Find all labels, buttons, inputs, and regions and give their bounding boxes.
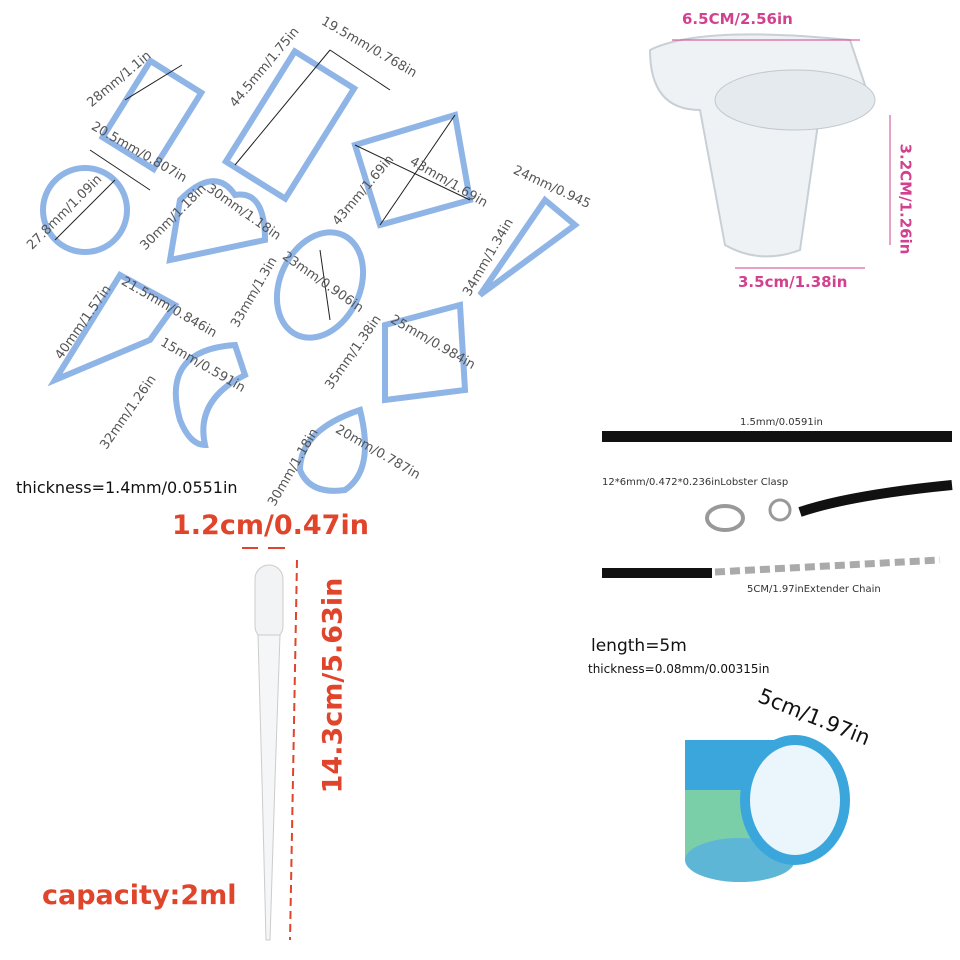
cup-top-width: 6.5CM/2.56in <box>682 10 793 28</box>
pipette <box>242 547 298 941</box>
mixing-cup <box>648 33 891 269</box>
pipette-width: 1.2cm/0.47in <box>172 510 369 541</box>
clasp-size: 12*6mm/0.472*0.236inLobster Clasp <box>602 477 789 488</box>
frames-thickness: thickness=1.4mm/0.0551in <box>16 478 238 497</box>
pipette-length: 14.3cm/5.63in <box>317 577 349 794</box>
cup-bottom-width: 3.5cm/1.38in <box>738 273 848 291</box>
pipette-capacity: capacity:2ml <box>42 880 237 911</box>
tape-thickness: thickness=0.08mm/0.00315in <box>588 662 770 676</box>
cord-diameter: 1.5mm/0.0591in <box>740 417 823 428</box>
leather-cord <box>602 431 953 578</box>
extender-chain: 5CM/1.97inExtender Chain <box>747 584 881 595</box>
tape-length: length=5m <box>591 636 687 656</box>
frame-dimension-lines <box>54 49 471 321</box>
cup-height: 3.2CM/1.26in <box>896 143 915 255</box>
uv-tape-roll <box>685 735 850 882</box>
